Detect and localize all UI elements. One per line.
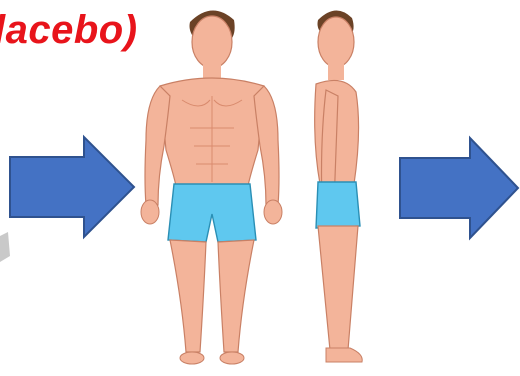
side-view-body-icon bbox=[315, 10, 363, 362]
right-arrow-icon bbox=[400, 138, 518, 238]
left-arrow-icon bbox=[10, 137, 134, 237]
edge-fragment-icon bbox=[0, 232, 10, 262]
front-view-body-icon bbox=[141, 10, 282, 364]
